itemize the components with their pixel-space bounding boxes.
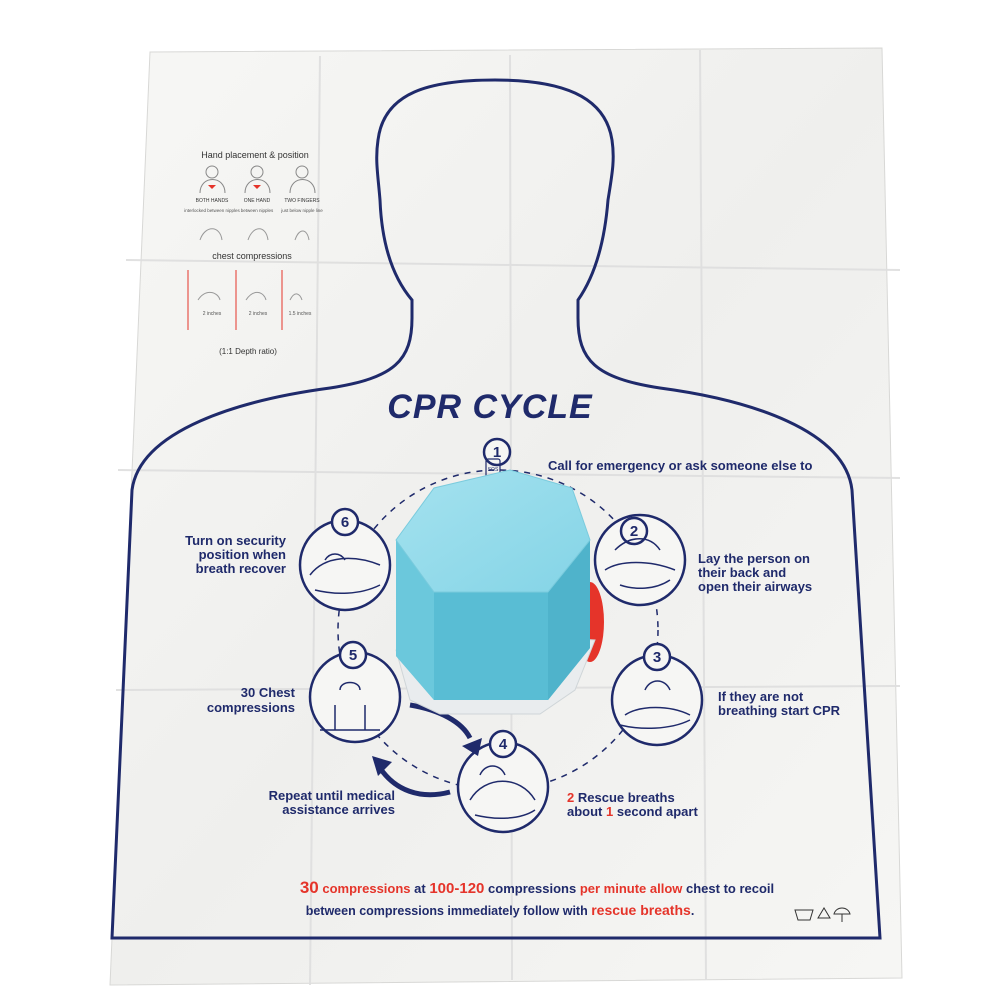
step-3-badge	[642, 642, 672, 672]
step-4-badge	[488, 729, 518, 759]
step-3-line1: If they are not	[718, 689, 804, 704]
sos-label: SOS	[488, 467, 499, 473]
footer-compressions: compressions	[322, 881, 410, 896]
hand-sublabel-two: just below nipple line	[280, 208, 323, 213]
step-6-number: 6	[341, 514, 349, 531]
step-4-line1: Rescue breaths	[578, 790, 675, 805]
hand-placement-panel: Hand placement & position BOTH HANDS ONE…	[184, 150, 323, 356]
step-1-text: Call for emergency or ask someone else t…	[548, 458, 812, 473]
step-3-number: 3	[653, 649, 661, 666]
hand-placement-heading: Hand placement & position	[201, 150, 309, 160]
depth-label-1: 2 inches	[203, 311, 222, 317]
step-5-number: 5	[349, 647, 357, 664]
footer-per-minute: per minute allow	[580, 881, 683, 896]
step-2-circle	[593, 513, 687, 607]
torso-silhouette-outline	[110, 78, 882, 940]
step-2-line2: their back and	[698, 565, 786, 580]
step-5-line2: compressions	[207, 700, 295, 715]
step-2-number: 2	[630, 523, 638, 540]
chest-compressions-heading: chest compressions	[212, 251, 292, 261]
care-symbols	[794, 907, 851, 922]
step-5-line1: 30 Chest	[241, 685, 296, 700]
hand-label-one: ONE HAND	[244, 198, 271, 204]
umbrella-icon	[833, 907, 851, 922]
device-top-face	[395, 469, 591, 593]
step-4-about: about	[567, 804, 603, 819]
repeat-line1: Repeat until medical	[269, 788, 395, 803]
step-6-badge	[330, 507, 360, 537]
footer-at: at	[414, 881, 426, 896]
step-2-badge	[619, 516, 649, 546]
hand-sublabel-one: between nipples	[241, 208, 274, 213]
footer-period: .	[691, 904, 694, 918]
recycle-icon	[817, 907, 831, 919]
depth-ratio: (1:1 Depth ratio)	[219, 347, 277, 356]
footer-30: 30	[300, 878, 319, 897]
cycle-dashed-ring	[337, 469, 659, 791]
repeat-line2: assistance arrives	[282, 802, 395, 817]
step-pictograms	[309, 538, 691, 820]
compression-device	[395, 469, 604, 715]
step-4-number: 4	[499, 736, 508, 753]
hand-label-two: TWO FINGERS	[284, 198, 320, 204]
step-6-line2: position when	[199, 547, 286, 562]
svg-text:about 1 second apart: about 1 second apart	[567, 804, 698, 819]
step-4-seconds: 1	[606, 804, 613, 819]
step-4-second-apart: second apart	[617, 804, 699, 819]
step-5-badge	[338, 640, 368, 670]
hand-label-both: BOTH HANDS	[196, 198, 229, 204]
hand-sublabel-both: interlocked between nipples	[184, 208, 240, 213]
footer-chest: chest to recoil	[686, 881, 774, 896]
step-2-line1: Lay the person on	[698, 551, 810, 566]
step-2-line3: open their airways	[698, 579, 812, 594]
footer-line2: between compressions immediately follow …	[306, 904, 588, 918]
step-4-count: 2	[567, 790, 574, 805]
cycle-arrow-to-4	[409, 702, 473, 740]
depth-label-3: 1.5 inches	[289, 311, 312, 317]
step-6-line1: Turn on security	[185, 533, 287, 548]
cycle-arrow-repeat	[377, 766, 451, 798]
page-title: CPR CYCLE	[387, 388, 593, 426]
step-circles	[298, 513, 704, 834]
step-1-number: 1	[493, 444, 501, 461]
footer-rescue: rescue breaths	[591, 902, 691, 918]
wash-icon	[794, 909, 814, 921]
step-6-line3: breath recover	[196, 561, 286, 576]
svg-text:2 Rescue breaths: 2 Rescue breaths	[567, 790, 675, 805]
footer-compressions2: compressions	[488, 881, 576, 896]
depth-label-2: 2 inches	[249, 311, 268, 317]
footer-rate: 100-120	[429, 880, 484, 897]
step-3-line2: breathing start CPR	[718, 703, 841, 718]
svg-text:between compressions immediate: between compressions immediately follow …	[306, 902, 695, 918]
svg-text:30 compressions at 100-120 com: 30 compressions at 100-120 compressions …	[300, 878, 774, 897]
